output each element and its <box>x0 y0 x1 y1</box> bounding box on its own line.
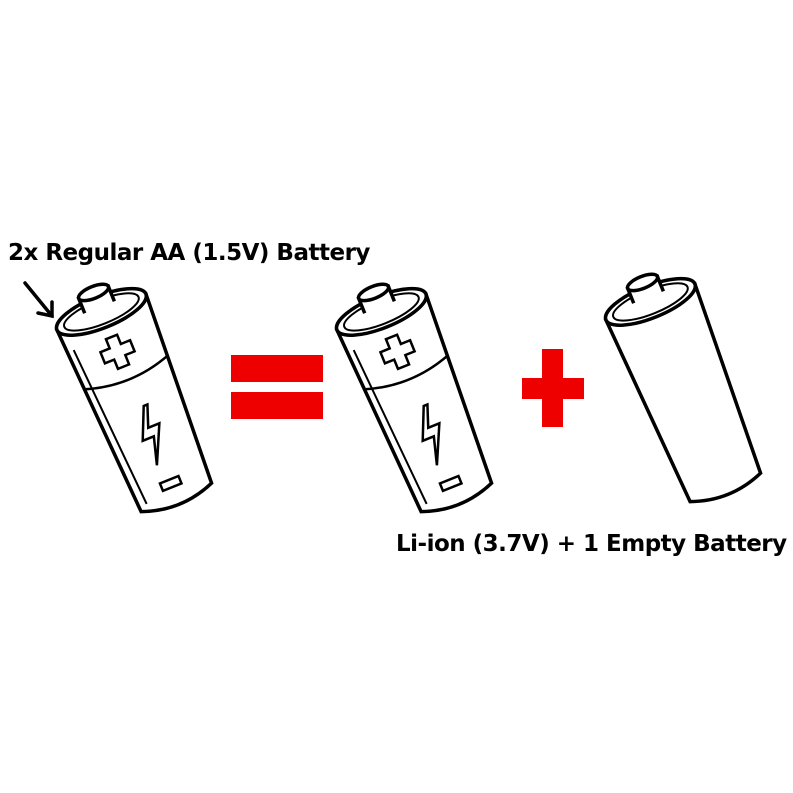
plus-icon: + <box>522 349 584 427</box>
equals-icon: = <box>231 355 323 419</box>
empty-battery-icon <box>603 272 763 504</box>
arrow-icon <box>23 281 54 319</box>
liion-battery-icon <box>334 282 494 514</box>
aa-battery-label: 2x Regular AA (1.5V) Battery <box>8 240 370 266</box>
aa-battery-icon <box>54 282 214 514</box>
liion-empty-label: Li-ion (3.7V) + 1 Empty Battery <box>396 531 787 557</box>
